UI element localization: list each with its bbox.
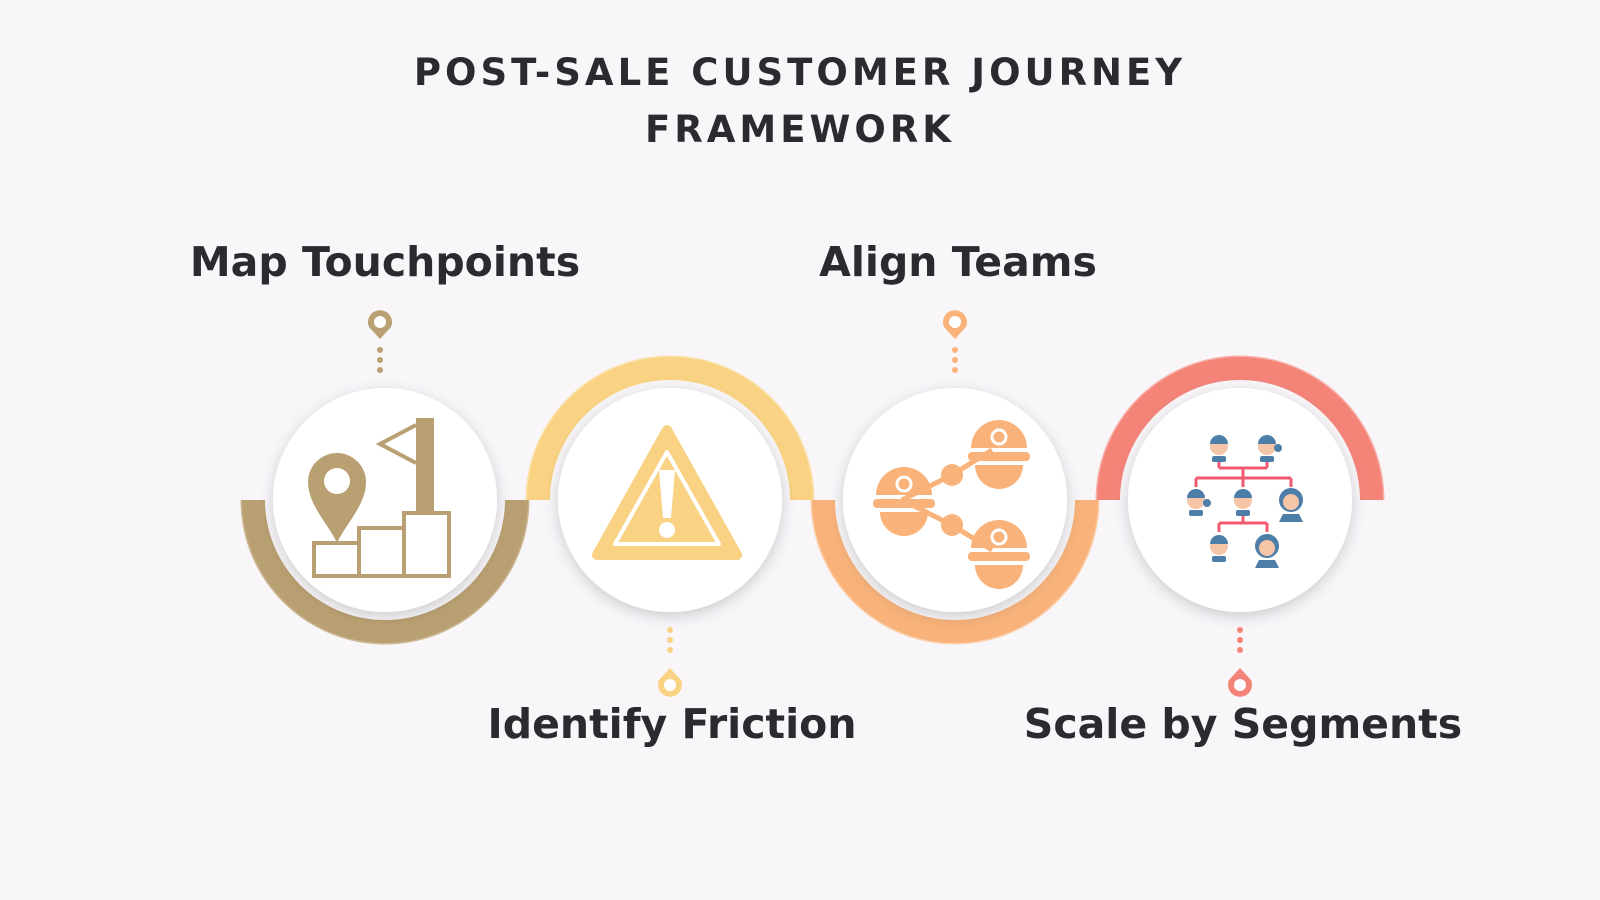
step-2-label: Identify Friction	[487, 700, 857, 748]
connected-team-icon	[873, 420, 1030, 589]
title-line-2: FRAMEWORK	[645, 108, 955, 151]
step-1-label: Map Touchpoints	[189, 238, 581, 286]
step-4-pin-icon	[1228, 627, 1252, 697]
title-line-1: POST-SALE CUSTOMER JOURNEY	[413, 51, 1187, 94]
warning-triangle-icon	[592, 425, 742, 560]
step-1-circle	[273, 388, 497, 612]
step-2-pin-icon	[657, 627, 682, 697]
segment-hierarchy-icon	[1187, 435, 1303, 568]
step-2-arc	[525, 355, 815, 501]
step-1-pin-icon	[368, 310, 392, 373]
step-3-pin-icon	[943, 310, 968, 373]
page-title: POST-SALE CUSTOMER JOURNEY FRAMEWORK	[0, 44, 1600, 158]
step-3-label: Align Teams	[819, 238, 1097, 286]
step-1-arc	[240, 499, 530, 645]
step-3-arc	[810, 499, 1100, 645]
map-flag-podium-icon	[308, 418, 451, 578]
step-4-arc	[1095, 355, 1385, 501]
step-4-label: Scale by Segments	[1023, 700, 1463, 748]
